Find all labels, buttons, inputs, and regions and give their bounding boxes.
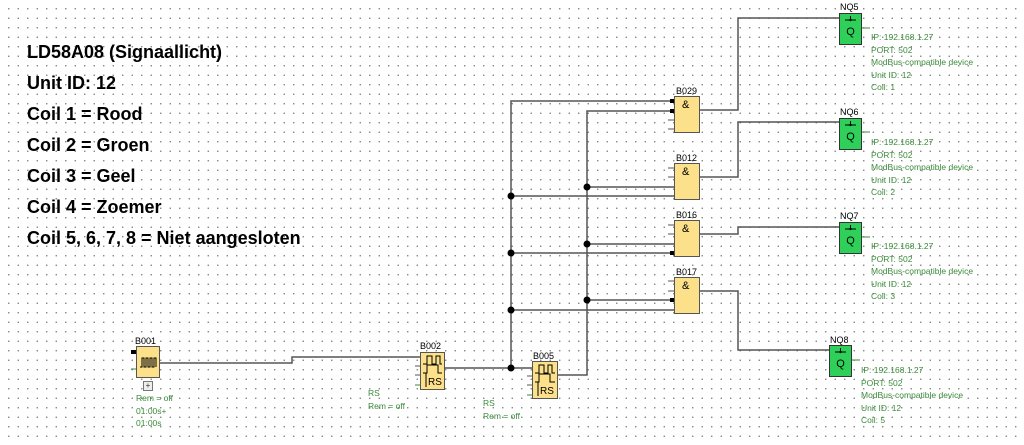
note-coil2: Coil 2 = Groen [27,135,150,155]
nq7-ip: IP: 192.168.1.27 [871,241,934,251]
nq5-params: IP: 192.168.1.27 PORT: 502 ModBus-compat… [871,31,973,94]
b005-param-type: RS [483,398,495,408]
b001-label: B001 [135,336,157,346]
b002-param-type: RS [368,388,380,398]
junction [507,364,515,372]
nq6-network-output[interactable]: Q [839,118,862,150]
nq8-params: IP: 192.168.1.27 PORT: 502 ModBus-compat… [861,364,963,427]
junction [583,296,591,304]
rs-latch-icon: RS [423,355,442,388]
wire-b001-b002 [160,356,420,364]
nq5-label: NQ5 [840,2,859,12]
nq8-network-output[interactable]: Q [829,345,852,377]
b016-label: B016 [676,210,698,220]
b005-param-rem: Rem = off [483,410,520,421]
nq5-unit-id: Unit ID: 12 [871,69,912,80]
b016-and-block[interactable]: & [674,220,700,257]
nq8-device: ModBus-compatible device [861,390,964,400]
nq7-device: ModBus-compatible device [871,266,974,276]
junction [583,240,591,248]
nq8-port: PORT: 502 [861,377,903,388]
wire-bus-right [558,110,674,376]
nq7-label: NQ7 [840,211,859,221]
nq6-label: NQ6 [840,107,859,117]
wire-b029-nq5 [700,17,839,111]
nq7-unit-id: Unit ID: 12 [871,278,912,289]
q-symbol: Q [836,358,845,370]
b017-label: B017 [676,267,698,277]
nq5-device: ModBus-compatible device [871,57,974,67]
note-unit-id: Unit ID: 12 [27,73,117,93]
junction [507,306,515,314]
and-symbol: & [682,99,690,111]
note-coil1: Coil 1 = Rood [27,104,143,124]
b002-rs-latch-block[interactable]: RS [420,352,445,390]
nq6-unit-id: Unit ID: 12 [871,174,912,185]
wire-b016-nq7 [700,226,839,235]
nq7-coil: Coil: 3 [871,291,896,301]
b005-rs-latch-block[interactable]: RS [532,361,558,399]
and-symbol: & [682,280,690,292]
b001-param-on: 01:00s+ [136,405,167,416]
wire-b012-nq6 [700,121,839,178]
pulse-train-icon [140,357,157,368]
wire-b017-nq8 [700,290,829,351]
b012-label: B012 [676,153,698,163]
b012-and-block[interactable]: & [674,163,700,200]
nq8-label: NQ8 [830,335,849,345]
nq6-port: PORT: 502 [871,149,913,160]
nq6-coil: Coil: 2 [871,187,896,197]
b002-param-rem: Rem = off [368,400,405,411]
b005-type-text: RS [540,386,554,397]
b002-label: B002 [420,341,442,351]
nq5-coil: Coil: 1 [871,82,896,92]
nq8-unit-id: Unit ID: 12 [861,402,902,413]
b017-and-block[interactable]: & [674,277,700,314]
nq5-ip: IP: 192.168.1.27 [871,32,934,42]
nq6-ip: IP: 192.168.1.27 [871,137,934,147]
and-symbol: & [682,166,690,178]
b001-pulse-generator-block[interactable] [136,346,160,378]
note-coil4: Coil 4 = Zoemer [27,197,162,217]
coil-connector-icon [835,348,846,354]
nq5-network-output[interactable]: Q [839,13,862,45]
coil-connector-icon [845,121,856,127]
junction [507,249,515,257]
rs-latch-icon: RS [535,364,555,397]
b001-param-rem: Rem = off [136,393,173,403]
junction [583,183,591,191]
b001-params: Rem = off 01:00s+ 01:00s [136,392,173,430]
b029-and-block[interactable]: & [674,96,700,133]
nq7-network-output[interactable]: Q [839,222,862,254]
coil-connector-icon [845,225,856,231]
b002-params: RS Rem = off [368,387,405,412]
expand-plus-icon[interactable]: + [143,381,153,391]
note-title: LD58A08 (Signaallicht) [27,42,223,62]
b029-label: B029 [676,86,698,96]
nq5-port: PORT: 502 [871,44,913,55]
b005-params: RS Rem = off [483,397,520,422]
q-symbol: Q [846,26,855,38]
b001-param-off: 01:00s [136,418,162,428]
b005-label: B005 [533,351,555,361]
nq8-coil: Coil: 5 [861,415,886,425]
q-symbol: Q [846,235,855,247]
q-symbol: Q [846,131,855,143]
wire-bus-left [510,100,674,368]
coil-connector-icon [845,16,856,22]
b002-type-text: RS [428,377,442,388]
nq6-device: ModBus-compatible device [871,162,974,172]
note-coil5-8: Coil 5, 6, 7, 8 = Niet aangesloten [27,228,301,248]
nq7-port: PORT: 502 [871,253,913,264]
nq8-ip: IP: 192.168.1.27 [861,365,924,375]
nq6-params: IP: 192.168.1.27 PORT: 502 ModBus-compat… [871,136,973,199]
note-coil3: Coil 3 = Geel [27,166,136,186]
and-symbol: & [682,223,690,235]
junction [507,192,515,200]
nq7-params: IP: 192.168.1.27 PORT: 502 ModBus-compat… [871,240,973,303]
